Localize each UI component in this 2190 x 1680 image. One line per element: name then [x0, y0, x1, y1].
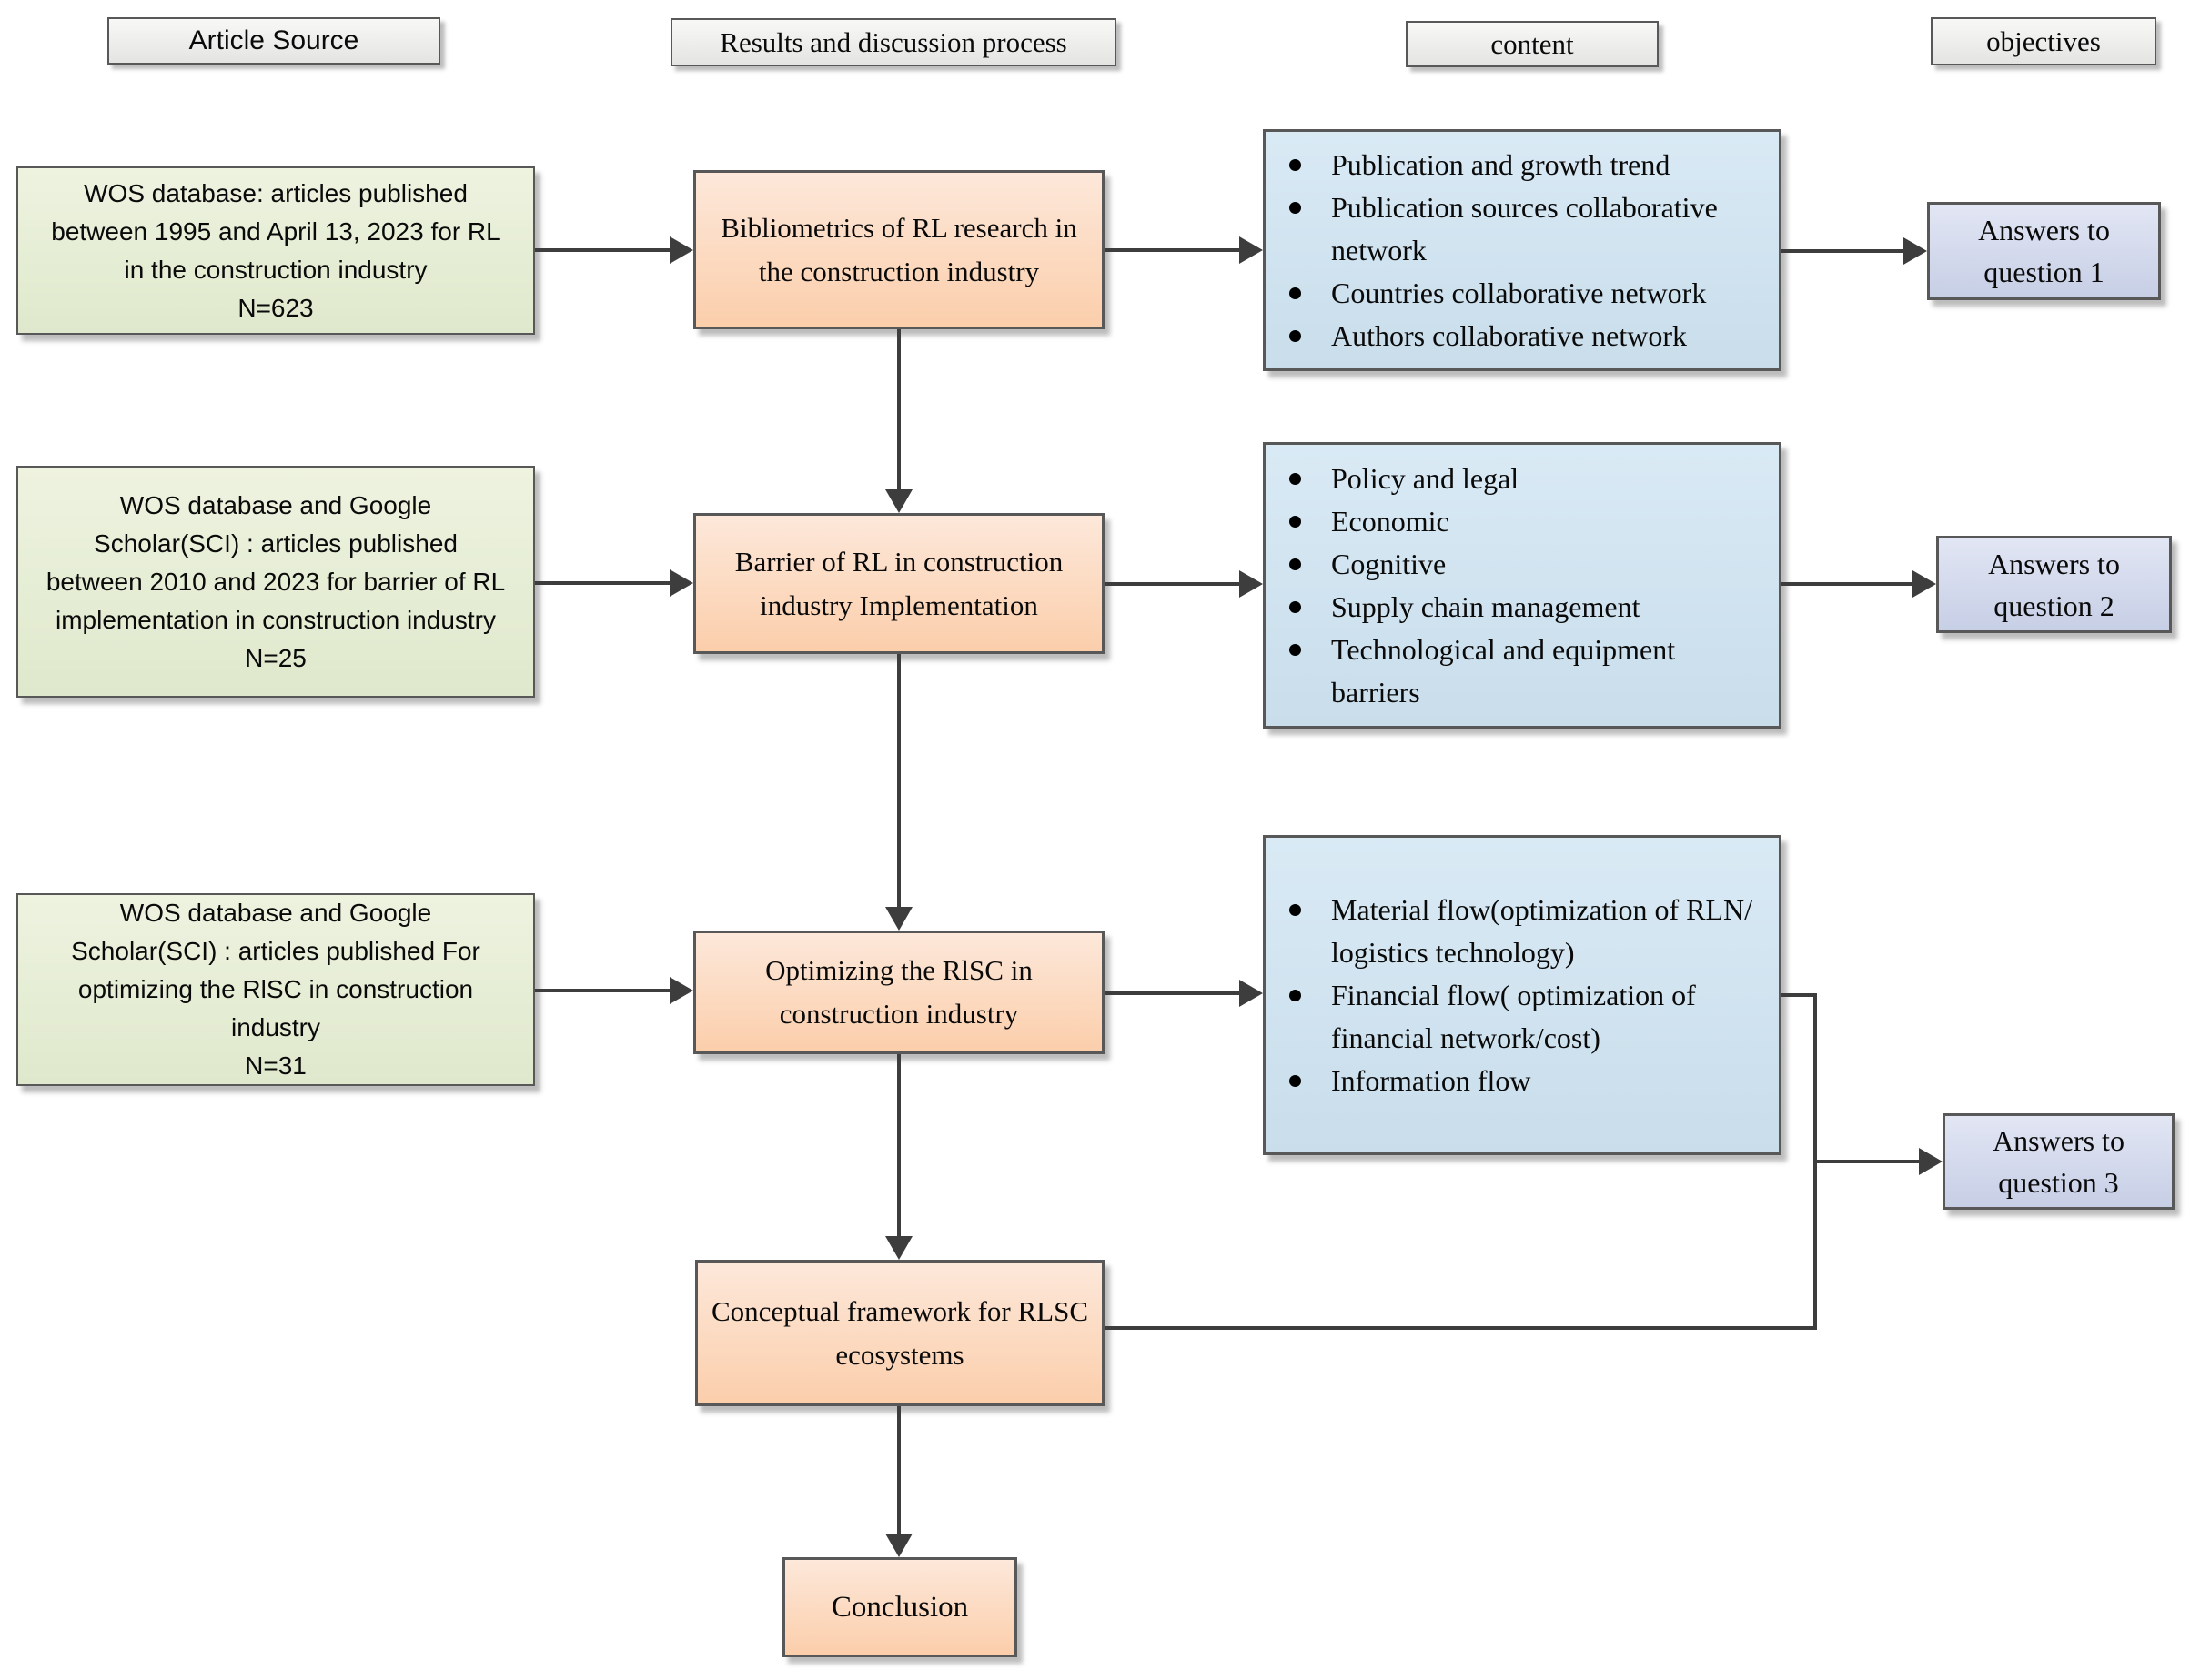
connector-content3-elbow	[1781, 993, 1817, 997]
process-text: Conclusion	[831, 1591, 969, 1624]
arrowhead-right-icon	[670, 236, 693, 264]
bullet-item: Publication sources collaborative networ…	[1266, 186, 1761, 272]
arrowhead-right-icon	[1903, 237, 1927, 265]
source-box-barrier-2010-2023: WOS database and Google Scholar(SCI) : a…	[16, 466, 535, 698]
source-box-optimizing: WOS database and Google Scholar(SCI) : a…	[16, 893, 535, 1086]
arrowhead-right-icon	[1919, 1148, 1943, 1175]
arrowhead-right-icon	[670, 569, 693, 597]
source-count: N=31	[245, 1051, 307, 1080]
content-box-flows: Material flow(optimization of RLN/ logis…	[1263, 835, 1781, 1155]
objective-box-answer-3: Answers to question 3	[1943, 1113, 2175, 1210]
header-label: content	[1490, 27, 1574, 60]
header-results-process: Results and discussion process	[671, 18, 1116, 66]
header-label: Results and discussion process	[720, 25, 1067, 58]
process-box-framework: Conceptual framework for RLSC ecosystems	[695, 1260, 1105, 1406]
header-label: Article Source	[188, 25, 359, 55]
objective-box-answer-2: Answers to question 2	[1936, 536, 2172, 633]
process-text: Bibliometrics of RL research in the cons…	[721, 211, 1077, 287]
arrowhead-down-icon	[885, 1534, 913, 1557]
bullet-item: Authors collaborative network	[1266, 315, 1761, 357]
bullet-item: Cognitive	[1266, 543, 1761, 586]
content-box-barriers: Policy and legal Economic Cognitive Supp…	[1263, 442, 1781, 729]
source-box-wos-1995-2023: WOS database: articles published between…	[16, 166, 535, 335]
bullet-item: Information flow	[1266, 1060, 1761, 1102]
bullet-list: Publication and growth trend Publication…	[1266, 144, 1779, 357]
source-text: WOS database and Google Scholar(SCI) : a…	[71, 899, 480, 1041]
connector-source3-process3	[535, 989, 673, 992]
bullet-list: Material flow(optimization of RLN/ logis…	[1266, 889, 1779, 1102]
process-text: Conceptual framework for RLSC ecosystems	[711, 1294, 1089, 1371]
header-objectives: objectives	[1931, 17, 2156, 65]
header-article-source: Article Source	[107, 17, 440, 65]
connector-process2-process3	[897, 654, 901, 909]
connector-process2-content2	[1105, 582, 1241, 586]
arrowhead-right-icon	[1239, 570, 1263, 598]
connector-content2-answer2	[1781, 582, 1914, 586]
source-count: N=25	[245, 643, 307, 672]
process-text: Optimizing the RlSC in construction indu…	[765, 954, 1033, 1030]
objective-text: Answers to question 3	[1993, 1124, 2124, 1199]
connector-framework-conclusion	[897, 1406, 901, 1535]
connector-source1-process1	[535, 248, 673, 252]
bullet-item: Technological and equipment barriers	[1266, 629, 1761, 714]
connector-junction-answer3	[1815, 1160, 1921, 1163]
connector-source2-process2	[535, 581, 673, 585]
source-text: WOS database: articles published between…	[51, 178, 500, 284]
bullet-item: Material flow(optimization of RLN/ logis…	[1266, 889, 1761, 974]
bullet-item: Supply chain management	[1266, 586, 1761, 629]
arrowhead-right-icon	[1239, 980, 1263, 1007]
bullet-list: Policy and legal Economic Cognitive Supp…	[1266, 458, 1779, 714]
arrowhead-right-icon	[1239, 236, 1263, 264]
content-box-bibliometrics: Publication and growth trend Publication…	[1263, 129, 1781, 371]
connector-process1-content1	[1105, 248, 1241, 252]
process-box-optimizing: Optimizing the RlSC in construction indu…	[693, 931, 1105, 1054]
process-box-barrier: Barrier of RL in construction industry I…	[693, 513, 1105, 654]
objective-text: Answers to question 1	[1978, 214, 2110, 288]
bullet-item: Publication and growth trend	[1266, 144, 1761, 186]
connector-process3-content3	[1105, 991, 1241, 995]
arrowhead-right-icon	[1912, 570, 1936, 598]
connector-framework-elbow	[1105, 1326, 1817, 1330]
header-content: content	[1406, 21, 1659, 67]
connector-process3-framework	[897, 1054, 901, 1238]
arrowhead-right-icon	[670, 977, 693, 1004]
process-text: Barrier of RL in construction industry I…	[734, 545, 1064, 621]
arrowhead-down-icon	[885, 489, 913, 513]
connector-junction-vertical	[1813, 993, 1817, 1330]
connector-process1-process2	[897, 329, 901, 491]
process-box-conclusion: Conclusion	[782, 1557, 1017, 1657]
arrowhead-down-icon	[885, 907, 913, 931]
objective-box-answer-1: Answers to question 1	[1927, 202, 2161, 300]
process-box-bibliometrics: Bibliometrics of RL research in the cons…	[693, 170, 1105, 329]
source-count: N=623	[237, 293, 314, 322]
bullet-item: Countries collaborative network	[1266, 272, 1761, 315]
objective-text: Answers to question 2	[1988, 547, 2120, 622]
arrowhead-down-icon	[885, 1236, 913, 1260]
source-text: WOS database and Google Scholar(SCI) : a…	[45, 490, 506, 634]
bullet-item: Economic	[1266, 500, 1761, 543]
connector-content1-answer1	[1781, 249, 1905, 253]
bullet-item: Financial flow( optimization of financia…	[1266, 974, 1761, 1060]
header-label: objectives	[1986, 25, 2101, 57]
bullet-item: Policy and legal	[1266, 458, 1761, 500]
